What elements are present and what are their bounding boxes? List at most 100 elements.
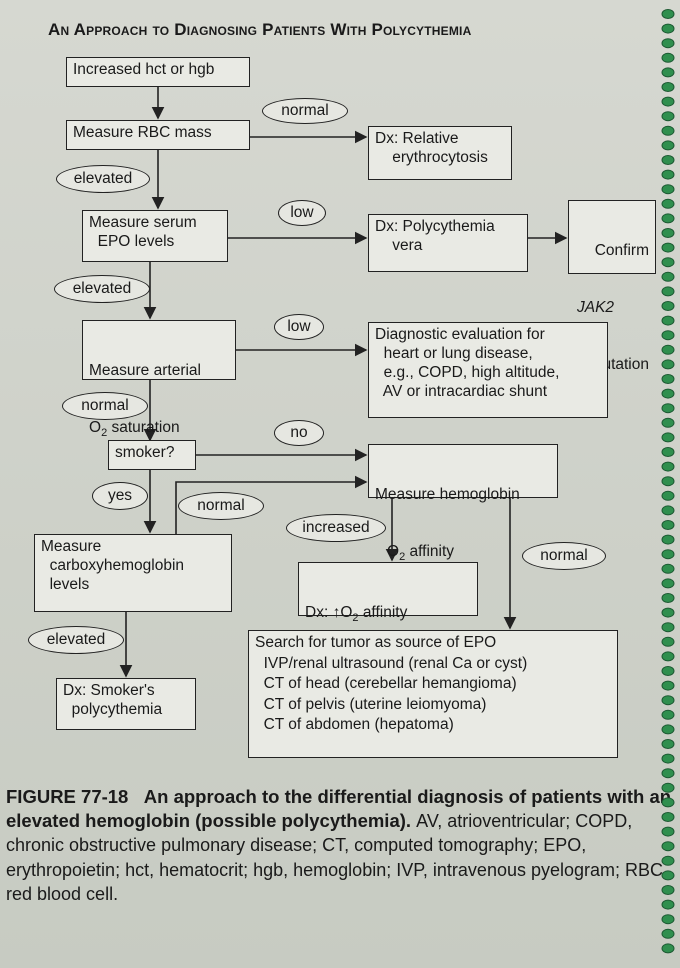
node-dx-smokers-polycythemia: Dx: Smoker's polycythemia (56, 678, 196, 730)
spiral-coil (661, 782, 675, 793)
figure-number: FIGURE 77-18 (6, 786, 129, 807)
spiral-coil (661, 914, 675, 925)
spiral-coil (661, 301, 675, 311)
spiral-coil (661, 695, 675, 706)
spiral-coil (661, 388, 675, 399)
node-dx-high-affinity-hemoglobinopathy: Dx: ↑O2 affinity hemoglobinopathy (298, 562, 478, 684)
figure-title: An Approach to Diagnosing Patients With … (48, 20, 472, 39)
spiral-coil (661, 96, 675, 107)
spiral-coil (661, 125, 675, 136)
flowchart-connectors (119, 86, 568, 678)
spiral-coil (661, 38, 675, 49)
spiral-coil (661, 242, 675, 253)
spiral-coil (661, 359, 675, 370)
spiral-coil (661, 812, 675, 822)
spiral-coil (661, 82, 675, 92)
spiral-coil (661, 228, 675, 238)
node-search-for-tumor: Search for tumor as source of EPO IVP/re… (248, 630, 618, 758)
label-elevated-epo: elevated (54, 275, 150, 303)
spiral-coil (661, 52, 675, 63)
affinity-label: affinity (409, 543, 455, 560)
measure-hemoglobin-label: Measure hemoglobin (375, 486, 520, 503)
label-no-smoker: no (274, 420, 324, 446)
label-elevated-rbc: elevated (56, 165, 150, 193)
spiral-coil (661, 855, 675, 866)
spiral-coil (661, 709, 675, 720)
up-arrow-icon: ↑ (332, 604, 341, 621)
node-measure-rbc-mass: Measure RBC mass (66, 120, 250, 150)
spiral-coil (661, 622, 675, 633)
label-normal-affinity: normal (522, 542, 606, 570)
saturation-label: saturation (111, 419, 180, 436)
node-dx-polycythemia-vera: Dx: Polycythemia vera (368, 214, 528, 272)
spiral-coil (661, 651, 675, 662)
node-measure-arterial-o2: Measure arterial O2 saturation (82, 320, 236, 439)
spiral-coil (661, 9, 675, 19)
spiral-coil (661, 505, 675, 516)
spiral-coil (661, 534, 675, 545)
spiral-coil (661, 593, 675, 603)
node-measure-carboxyhemoglobin: Measure carboxyhemoglobin levels (34, 534, 232, 612)
spiral-coil (661, 739, 675, 749)
spiral-coil (661, 111, 675, 122)
figure-abbreviations: AV, atrioventricular; COPD, chronic obst… (6, 810, 669, 905)
spiral-coil (661, 841, 675, 852)
spiral-coil (661, 315, 675, 326)
spiral-coil (661, 826, 675, 837)
spiral-coil (661, 184, 675, 195)
spiral-coil (661, 213, 675, 224)
node-confirm-jak2: Confirm JAK2 mutation (568, 200, 656, 373)
measure-arterial-label: Measure arterial (89, 362, 201, 379)
spiral-coil (661, 870, 675, 881)
label-normal-o2: normal (62, 392, 148, 420)
spiral-coil (661, 140, 675, 151)
label-yes-smoker: yes (92, 482, 148, 510)
spiral-coil (661, 768, 675, 779)
label-elevated-carboxy: elevated (28, 626, 124, 654)
node-measure-serum-epo: Measure serum EPO levels (82, 210, 228, 262)
spiral-coil (661, 476, 675, 487)
spiral-coil (661, 417, 675, 428)
spiral-coil (661, 23, 675, 34)
spiral-coil (661, 286, 675, 297)
spiral-coil (661, 155, 675, 165)
spiral-coil (661, 330, 675, 341)
o2-saturation-label: O2 saturation (89, 419, 180, 440)
figure-caption: FIGURE 77-18 An approach to the differen… (6, 785, 674, 907)
spiral-coil (661, 797, 675, 808)
spiral-coil (661, 447, 675, 457)
spiral-coil (661, 520, 675, 530)
spiral-coil (661, 344, 675, 355)
label-normal-carboxy: normal (178, 492, 264, 520)
confirm-label: Confirm (594, 242, 649, 259)
label-normal-rbc: normal (262, 98, 348, 124)
spiral-coil (661, 753, 675, 764)
spiral-coil (661, 578, 675, 589)
spiral-coil (661, 943, 675, 954)
spiral-coil (661, 198, 675, 209)
spiral-coil (661, 257, 675, 268)
spiral-coil (661, 490, 675, 501)
node-measure-hemoglobin-affinity: Measure hemoglobin O2 affinity (368, 444, 558, 563)
node-increased-hct: Increased hct or hgb (66, 57, 250, 87)
spiral-coil (661, 271, 675, 282)
spiral-coil (661, 885, 675, 895)
o2-affinity-label: O2 affinity (387, 543, 455, 564)
affinity-text: affinity (362, 604, 408, 621)
spiral-coil (661, 374, 675, 384)
label-low-epo: low (278, 200, 326, 226)
spiral-coil (661, 666, 675, 676)
spiral-coil (661, 636, 675, 647)
spiral-coil (661, 432, 675, 443)
spiral-binding (661, 9, 675, 954)
spiral-coil (661, 461, 675, 472)
label-increased-affinity: increased (286, 514, 386, 542)
spiral-coil (661, 169, 675, 180)
node-diagnostic-evaluation: Diagnostic evaluation for heart or lung … (368, 322, 608, 418)
jak2-gene-label: JAK2 (577, 299, 615, 316)
figure-caption-text: An approach to the differential diagnosi… (6, 786, 672, 831)
spiral-coil (661, 403, 675, 414)
node-smoker-question: smoker? (108, 440, 196, 470)
spiral-coil (661, 680, 675, 691)
